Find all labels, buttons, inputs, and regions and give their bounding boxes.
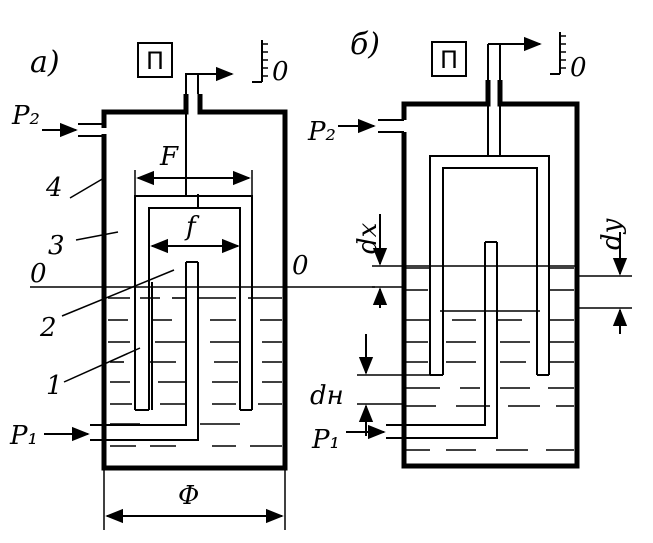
bell-b	[429, 155, 550, 376]
bell-outer-a	[134, 195, 253, 411]
p1-label-b: P₁	[311, 425, 340, 455]
liquid-a	[106, 286, 284, 447]
p2-label-a: P₂	[11, 101, 40, 131]
number-3: 3	[48, 231, 65, 261]
inlet-tube-b	[386, 241, 498, 439]
panel-b: б) П 0 P₂ dx dy dн P₁	[307, 27, 632, 469]
scale-a	[252, 40, 268, 83]
scale-b	[550, 32, 566, 75]
liquid-b	[404, 265, 576, 451]
box-p-b-text: П	[440, 46, 458, 74]
inlet-tube-a	[90, 262, 199, 441]
box-p-a	[137, 42, 173, 78]
box-p-a-text: П	[146, 47, 164, 75]
panel-a: a) П 0 P₂ F f 0 0 4 3 2 1 P₁ Φ	[9, 40, 375, 530]
vessel-a	[101, 94, 288, 471]
p2-label-b: P₂	[307, 117, 336, 147]
f-label: f	[184, 212, 200, 242]
dx-label: dx	[353, 222, 383, 254]
dH-label: dн	[310, 381, 344, 411]
scale-zero-a: 0	[272, 57, 289, 87]
panel-b-label: б)	[350, 27, 380, 62]
scale-zero-b: 0	[570, 53, 587, 83]
level-zero-right: 0	[292, 251, 309, 281]
phi-label: Φ	[178, 481, 199, 511]
number-4: 4	[45, 173, 63, 203]
number-2: 2	[39, 313, 57, 343]
F-label: F	[159, 142, 179, 172]
number-1: 1	[46, 371, 63, 401]
level-zero-left: 0	[30, 259, 47, 289]
p1-label-a: P₁	[9, 421, 38, 451]
panel-a-label: a)	[30, 45, 60, 80]
dy-label: dy	[597, 218, 627, 250]
box-p-b	[431, 41, 467, 77]
